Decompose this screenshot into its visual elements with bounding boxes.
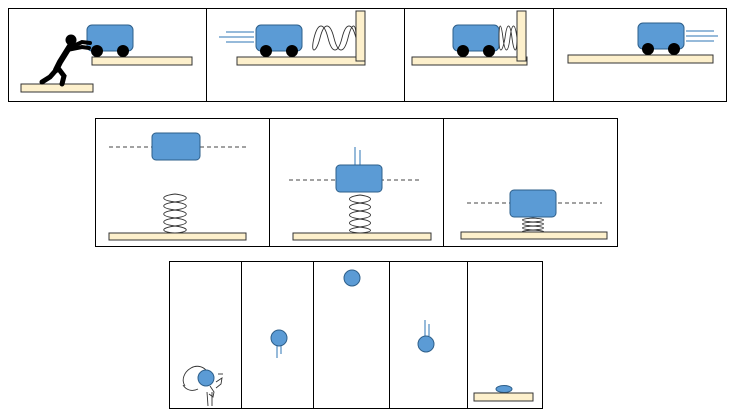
- cart: [637, 22, 685, 56]
- floor: [292, 232, 432, 241]
- ball: [197, 369, 215, 387]
- ball: [417, 335, 435, 353]
- spring-squashed: [522, 217, 544, 233]
- panel-move-toward-spring: [219, 10, 366, 66]
- row1-panel-3: [404, 8, 554, 102]
- panel-rebound: [567, 22, 718, 64]
- wall: [355, 10, 366, 62]
- floor: [236, 56, 366, 66]
- panel-block-above: [108, 132, 247, 241]
- panel-falling: [417, 320, 435, 353]
- cart: [255, 24, 303, 58]
- block: [509, 189, 557, 218]
- panel-compress-spring: [411, 10, 528, 66]
- panel-top: [343, 269, 361, 287]
- ball: [343, 269, 361, 287]
- spring: [349, 194, 371, 234]
- floor-low: [20, 83, 94, 93]
- cart: [86, 24, 134, 58]
- floor: [411, 56, 528, 66]
- panel-block-falling: [289, 147, 432, 241]
- panel-rising: [270, 329, 288, 358]
- person-pushing-icon: [39, 34, 92, 87]
- floor-high: [91, 56, 193, 66]
- floor: [473, 392, 534, 402]
- panel-spring-compressed: [460, 189, 608, 240]
- hand-icon: [182, 365, 223, 407]
- spring: [163, 193, 187, 234]
- block: [335, 164, 383, 193]
- cart: [452, 24, 500, 58]
- row1-panel-2: [206, 8, 405, 102]
- row3-panel-5: [467, 261, 543, 409]
- panel-landed: [473, 385, 534, 402]
- ball-squashed: [495, 385, 513, 393]
- floor: [108, 232, 247, 241]
- floor: [460, 231, 608, 240]
- panel-push: [20, 24, 193, 93]
- row2-panel-3: [443, 118, 618, 247]
- spring-compressed: [498, 25, 518, 51]
- wall: [516, 10, 527, 62]
- block: [151, 132, 201, 161]
- ball: [270, 329, 288, 347]
- spring-relaxed: [312, 25, 357, 51]
- panel-throw: [182, 365, 223, 407]
- floor: [567, 54, 714, 64]
